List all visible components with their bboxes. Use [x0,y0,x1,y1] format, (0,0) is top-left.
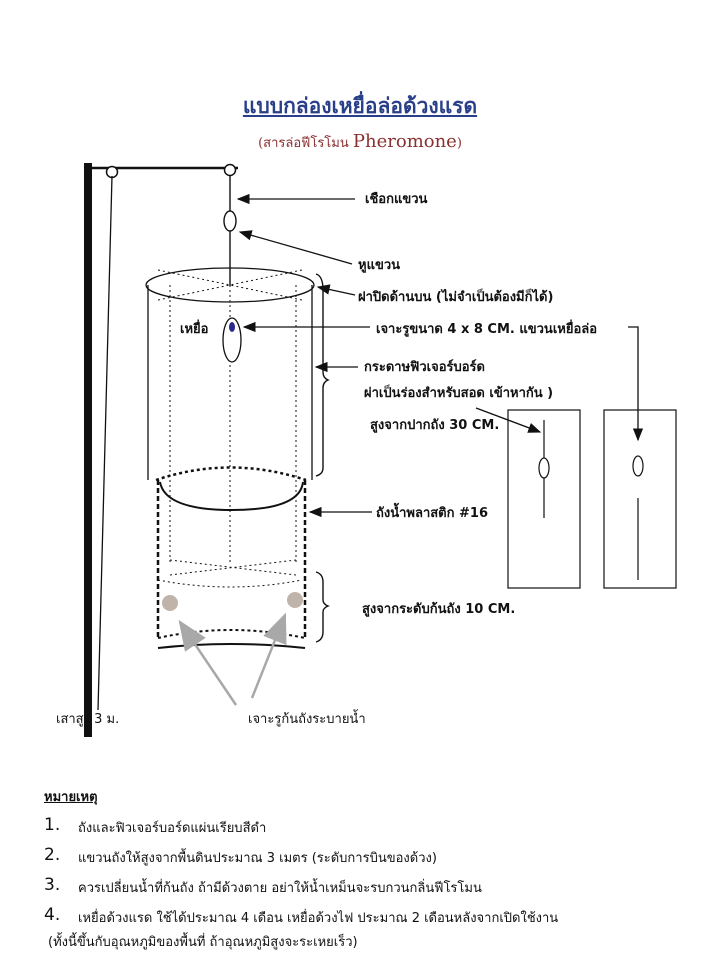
height-brackets [315,273,330,643]
drain-arrows [178,612,287,706]
diagram-subtitle: (สารล่อฟีโรโมน Pheromone) [258,131,462,152]
rope-label: เชือกแขวน [365,192,428,207]
bait-label: เหยื่อ [180,322,209,337]
hanger-label: หูแขวน [358,258,401,273]
lid-label: ฝาปิดด้านบน (ไม่จำเป็นต้องมีก็ได้) [358,290,554,305]
future-board-cylinder [145,260,315,588]
hole-label: เจาะรูขนาด 4 x 8 CM. แขวนเหยื่อล่อ [376,322,598,337]
board-detail-left [507,409,581,589]
height-bottom-label: สูงจากระดับก้นถัง 10 CM. [362,602,516,617]
board-label: กระดาษฟิวเจอร์บอร์ด [364,360,485,375]
height-top-label: สูงจากปากถัง 30 CM. [370,418,500,433]
notes-heading: หมายเหตุ [44,790,98,805]
note-item: 1.ถังและฟิวเจอร์บอร์ดแผ่นเรียบสีดำ [44,815,267,836]
bucket-label: ถังน้ำพลาสติก #16 [376,506,488,521]
note-item: 2.แขวนถังให้สูงจากพื้นดินประมาณ 3 เมตร (… [44,845,437,866]
hanging-rope [223,176,237,286]
bait-icon [222,317,242,363]
plastic-bucket [155,466,307,649]
board-detail-right [603,409,677,589]
note-item: 3.ควรเปลี่ยนน้ำที่ก้นถัง ถ้ามีด้วงตาย อย… [44,875,482,896]
board-slot-label: ผ่าเป็นร่องสำหรับสอด เข้าหากัน ) [364,386,554,401]
pole-label: เสาสูง 3 ม. [56,712,120,727]
notes-section: หมายเหตุ 1.ถังและฟิวเจอร์บอร์ดแผ่นเรียบส… [44,786,704,952]
trap-diagram [84,163,677,737]
diagram-title: แบบกล่องเหยื่อล่อด้วงแรด [242,93,478,118]
note-item: 4.เหยื่อด้วงแรด ใช้ได้ประมาณ 4 เดือน เหย… [44,905,559,926]
note-continuation: (ทั้งนี้ขึ้นกับอุณหภูมิของพื้นที่ ถ้าอุณ… [48,935,358,950]
pointer-arrows [236,193,644,518]
drain-label: เจาะรูก้นถังระบายน้ำ [248,712,366,727]
pole [84,163,238,737]
